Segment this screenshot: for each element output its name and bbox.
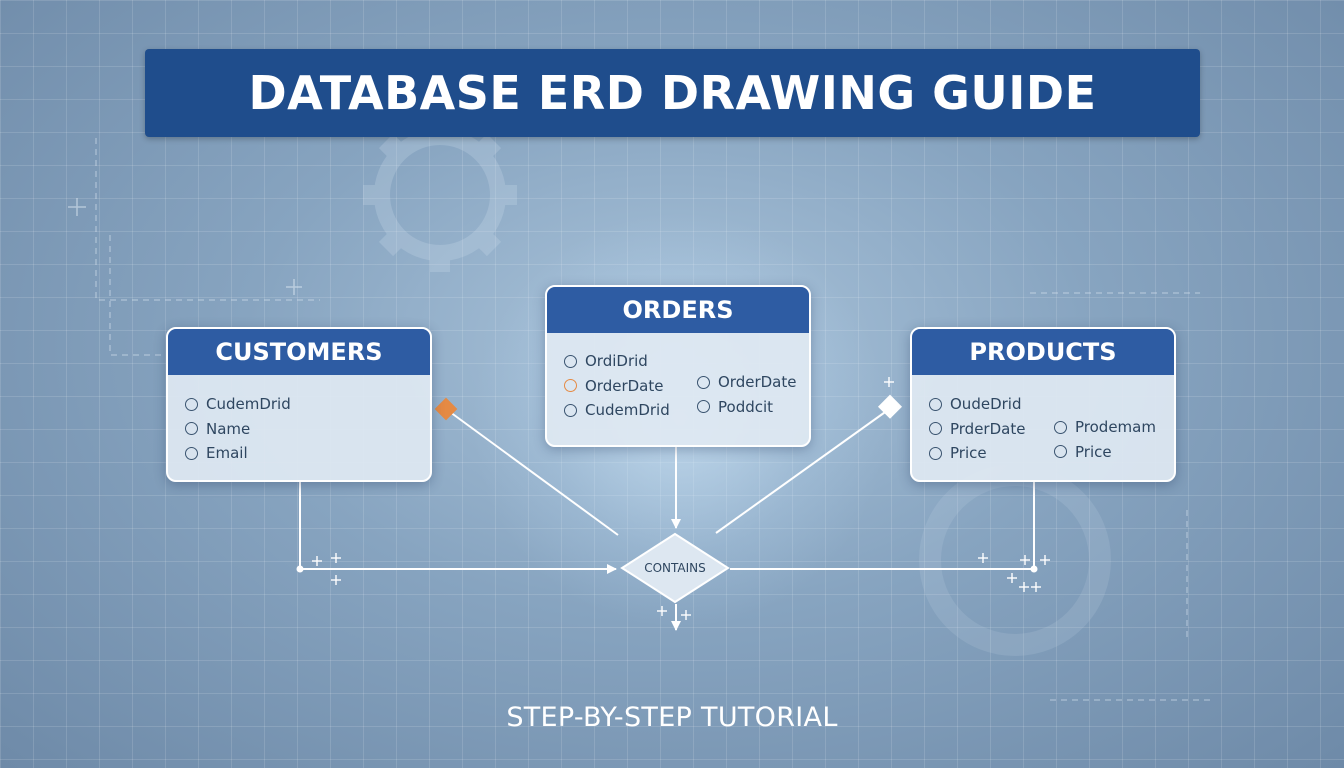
entity-customers-header: CUSTOMERS [168,329,430,375]
entity-orders-attributes-left: OrdiDrid OrderDate CudemDrid [564,349,670,423]
diamond-marker-icon [434,397,458,421]
connector-products-relationship [730,480,1035,570]
entity-orders[interactable]: ORDERS OrdiDrid OrderDate CudemDrid Orde… [545,285,811,447]
attribute-row: Price [1054,440,1156,465]
attribute-circle-icon [697,375,710,389]
plus-icon [68,198,302,295]
subtitle: STEP-BY-STEP TUTORIAL [506,702,838,733]
attribute-label: CudemDrid [206,395,291,414]
entity-customers[interactable]: CUSTOMERS CudemDrid Name Email [166,327,432,482]
attribute-row: CudemDrid [185,392,291,417]
attribute-row: OrderDate [564,374,670,399]
attribute-label: OrderDate [718,373,797,392]
relationship-contains[interactable]: CONTAINS [620,532,730,604]
connector-products-diagonal [715,409,889,534]
attribute-label: PrderDate [950,419,1026,438]
title-banner: DATABASE ERD DRAWING GUIDE [145,49,1200,137]
gear-icon [363,118,517,272]
attribute-row: OudeDrid [929,392,1025,417]
entity-orders-header: ORDERS [547,287,809,333]
attribute-label: Price [950,444,987,463]
attribute-label: Prodemam [1075,418,1156,437]
attribute-circle-icon [929,422,942,436]
attribute-label: Name [206,419,251,438]
attribute-label: Poddcit [718,397,774,416]
attribute-circle-icon [564,403,577,417]
entity-products-header: PRODUCTS [912,329,1174,375]
attribute-row: CudemDrid [564,398,670,423]
plus-icon [312,377,1050,620]
attribute-circle-icon [564,354,577,368]
attribute-label: Price [1075,442,1112,461]
attribute-row: Name [185,417,291,442]
connector-endpoint [1030,565,1038,573]
attribute-row: Price [929,441,1025,466]
attribute-label: OrdiDrid [585,352,648,371]
relationship-diamond-shape [620,532,730,604]
attribute-row: PrderDate [929,417,1025,442]
relationship-label: CONTAINS [644,561,706,575]
entity-customers-attributes: CudemDrid Name Email [185,392,291,466]
connector-customers-diagonal [449,411,619,536]
attribute-circle-icon [564,379,577,393]
attribute-row: OrderDate [697,370,796,395]
entity-products-attributes-left: OudeDrid PrderDate Price [929,392,1025,466]
attribute-label: CudemDrid [585,401,670,420]
attribute-circle-icon [929,446,942,460]
page-title: DATABASE ERD DRAWING GUIDE [248,66,1097,120]
attribute-circle-icon [1054,420,1067,434]
attribute-row: Prodemam [1054,415,1156,440]
attribute-circle-icon [185,422,198,436]
attribute-label: Email [206,444,248,463]
entity-orders-attributes-right: OrderDate Poddcit [697,370,796,419]
entity-products-attributes-right: Prodemam Price [1054,415,1156,464]
attribute-label: OudeDrid [950,395,1022,414]
attribute-circle-icon [185,397,198,411]
attribute-circle-icon [1054,445,1067,459]
entity-products[interactable]: PRODUCTS OudeDrid PrderDate Price Prodem… [910,327,1176,482]
attribute-label: OrderDate [585,376,664,395]
attribute-row: Poddcit [697,395,796,420]
attribute-circle-icon [929,397,942,411]
attribute-circle-icon [697,400,710,414]
attribute-row: Email [185,441,291,466]
attribute-circle-icon [185,446,198,460]
attribute-row: OrdiDrid [564,349,670,374]
blueprint-outline-lines [95,138,1215,701]
connector-endpoint [296,565,304,573]
connector-customers-relationship [299,480,617,574]
